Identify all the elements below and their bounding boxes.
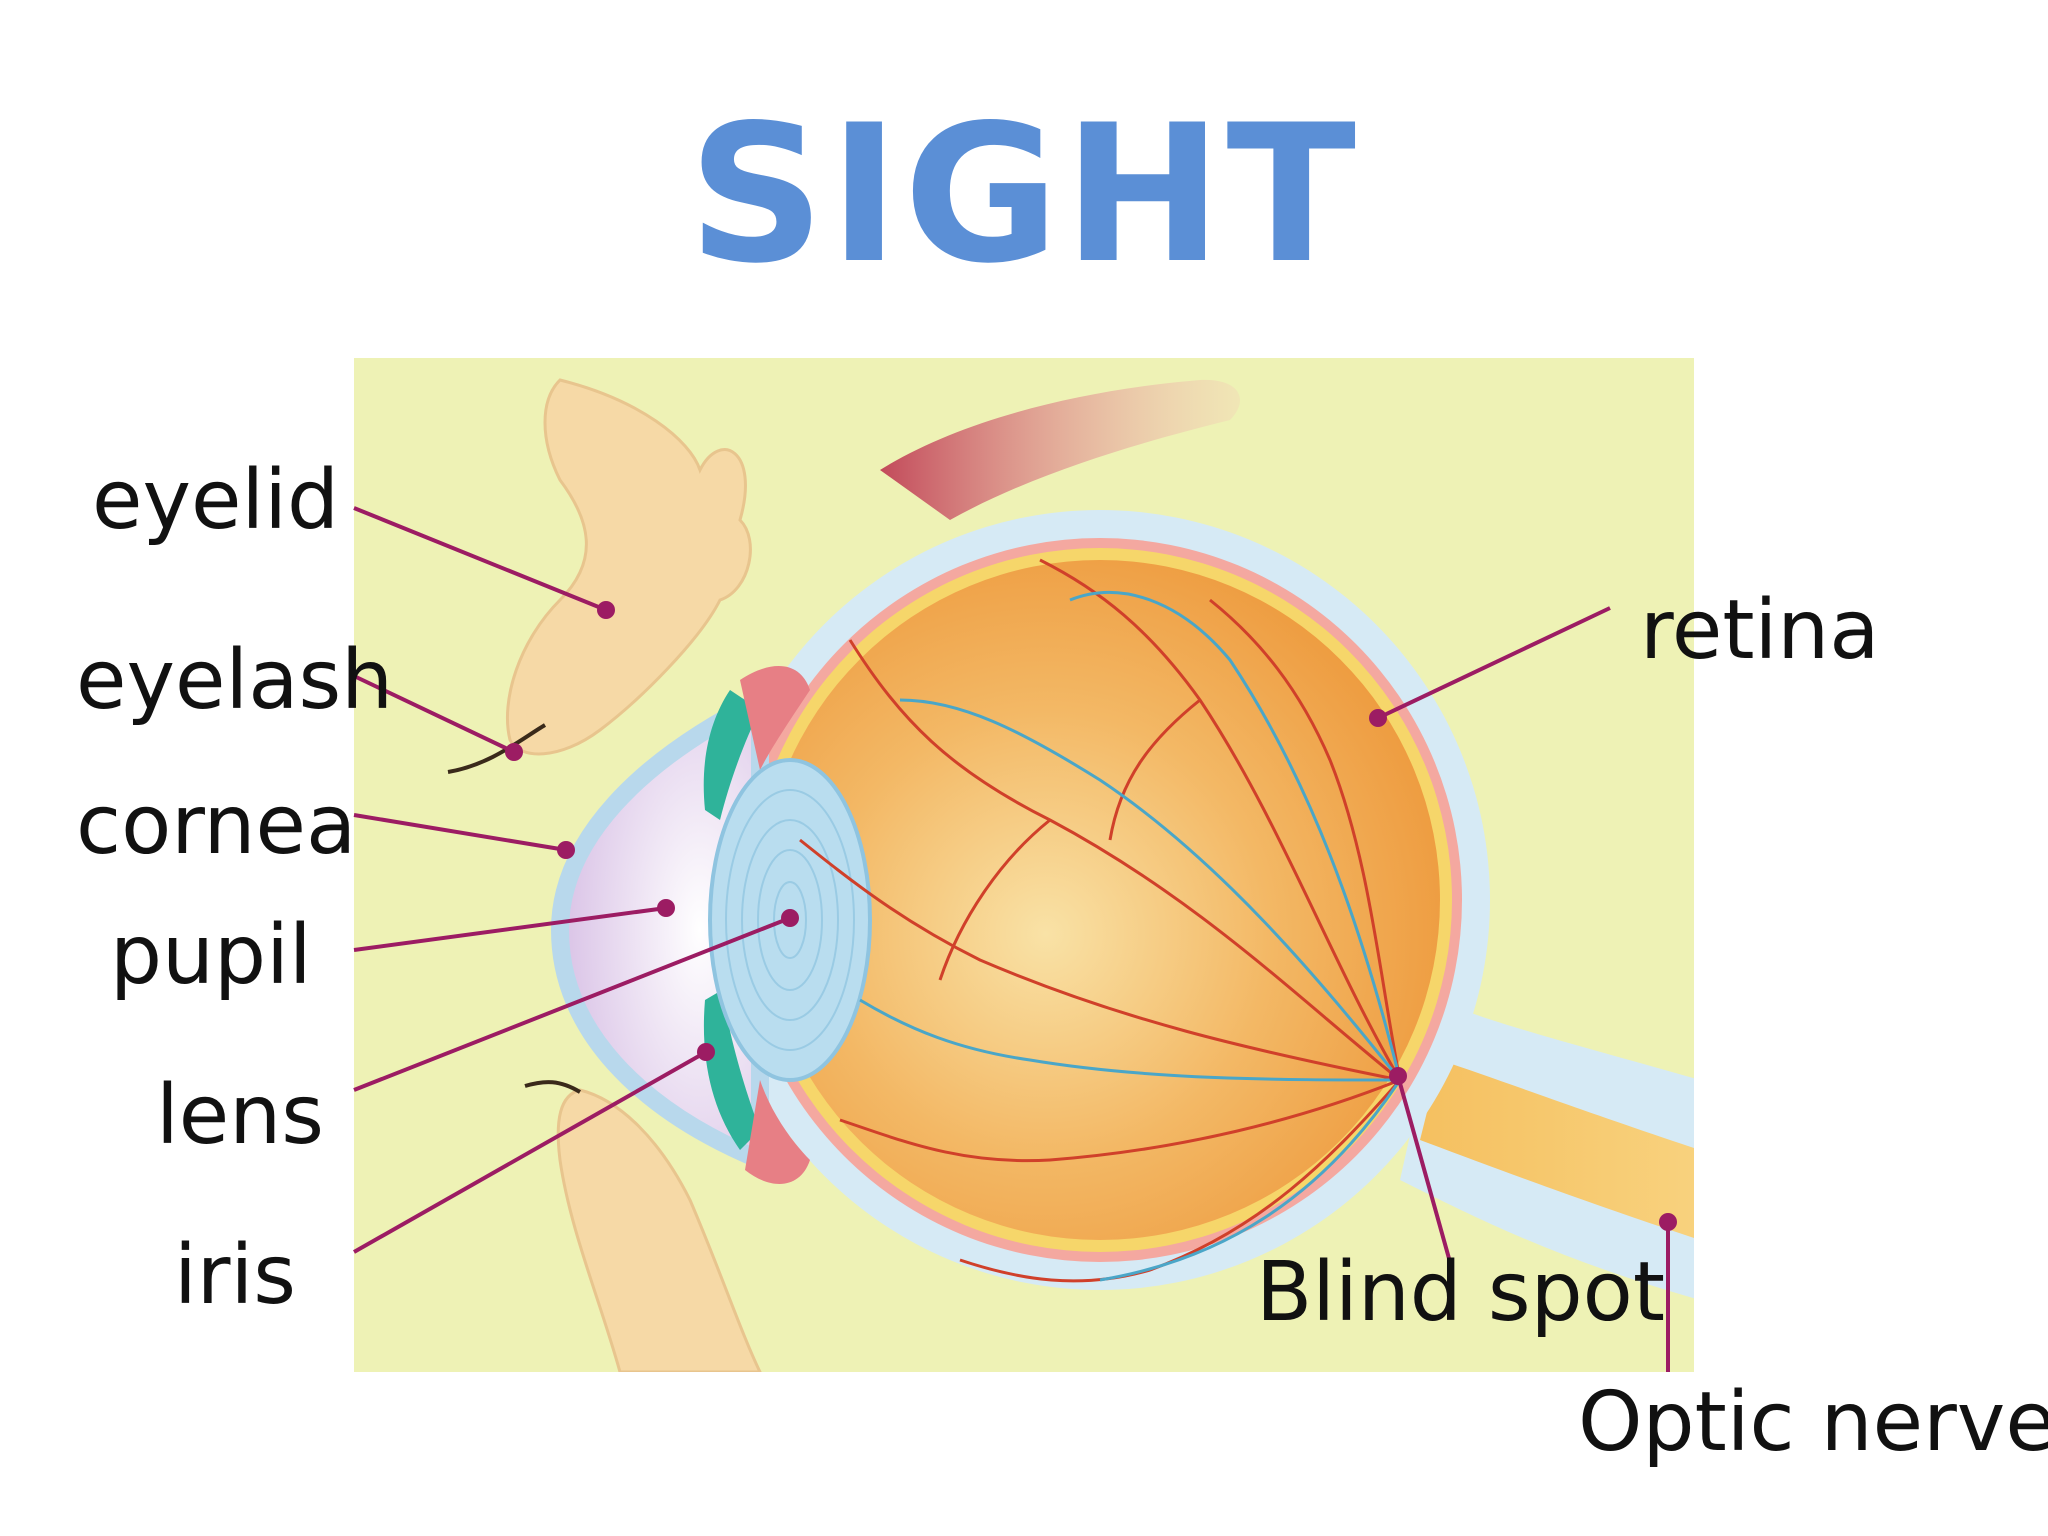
blue-vein: [1099, 1079, 1402, 1282]
lower-eyelash: [524, 1080, 582, 1094]
leader-line-eyelash: [353, 674, 515, 754]
label-eyelid: eyelid: [92, 453, 340, 548]
leader-dot-cornea: [557, 841, 575, 859]
label-retina: retina: [1640, 583, 1880, 678]
leader-dot-retina: [1369, 709, 1387, 727]
blue-veins: [859, 591, 1402, 1282]
eye-muscle: [880, 379, 1240, 520]
leader-dot-lens: [781, 909, 799, 927]
iris-upper: [703, 690, 760, 820]
red-vein: [848, 639, 1401, 1082]
red-vein: [1209, 598, 1402, 1081]
label-lens: lens: [156, 1068, 324, 1163]
leader-dot-blind-spot: [1389, 1067, 1407, 1085]
label-optic-nerve: Optic nerve: [1578, 1375, 2048, 1470]
label-eyelash: eyelash: [76, 633, 394, 728]
ciliary-body-upper: [740, 666, 810, 770]
leader-line-retina: [1377, 606, 1611, 720]
leader-lines: [353, 506, 1670, 1372]
upper-eyelid-shape: [505, 378, 752, 756]
iris-lower: [703, 990, 760, 1150]
blue-vein: [1069, 591, 1402, 1081]
leader-line-cornea: [353, 813, 567, 852]
leader-dot-iris: [697, 1043, 715, 1061]
label-pupil: pupil: [110, 908, 312, 1003]
upper-eyelash: [447, 723, 547, 774]
vitreous-body: [760, 560, 1440, 1240]
leader-line-lens: [353, 916, 791, 1092]
blue-vein: [899, 698, 1402, 1081]
leader-dot-eyelid: [597, 601, 615, 619]
blue-vein: [859, 998, 1401, 1082]
red-vein: [1039, 558, 1402, 1081]
leader-dot-optic-nerve: [1659, 1213, 1677, 1231]
leader-line-iris: [353, 1050, 707, 1254]
label-cornea: cornea: [76, 778, 357, 873]
label-blind-spot: Blind spot: [1256, 1245, 1665, 1340]
lower-eyelid-shape: [556, 1088, 762, 1372]
lens-rings: [725, 789, 855, 1051]
red-vein: [938, 818, 1051, 981]
leader-dot-pupil: [657, 899, 675, 917]
leader-dot-eyelash: [505, 743, 523, 761]
leader-line-eyelid: [353, 506, 607, 612]
ciliary-body-lower: [745, 1080, 810, 1184]
label-iris: iris: [174, 1228, 296, 1323]
leader-line-blind-spot: [1396, 1075, 1452, 1263]
red-vein: [799, 838, 1401, 1082]
red-vein: [839, 1078, 1401, 1163]
leader-line-pupil: [353, 906, 667, 952]
red-vein: [1108, 698, 1201, 841]
optic-nerve-core: [1420, 1060, 1694, 1238]
red-veins: [799, 558, 1402, 1283]
leader-dots: [505, 601, 1677, 1231]
page-title: SIGHT: [687, 84, 1361, 305]
